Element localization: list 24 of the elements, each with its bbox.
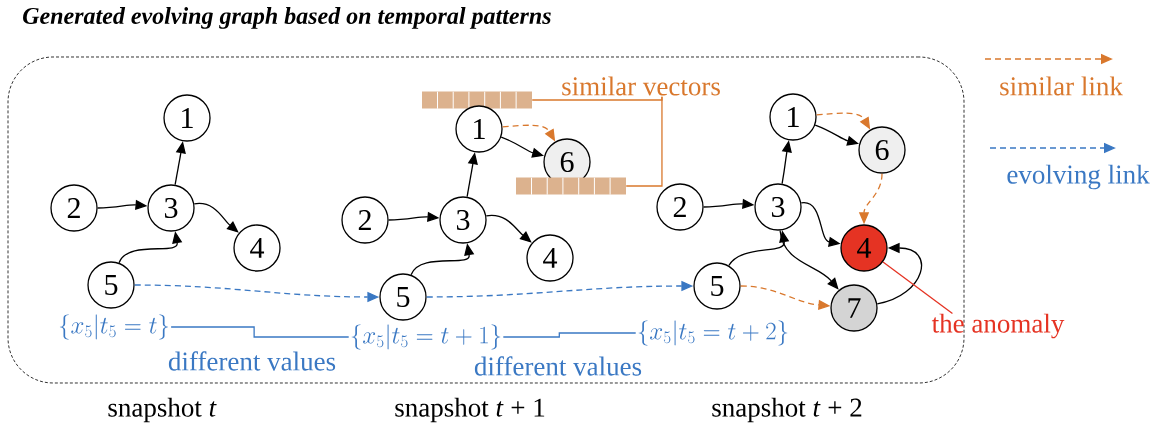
connector-line [502,332,637,338]
arrow [779,229,839,290]
snapshot-label: snapshot t + 1 [395,397,545,423]
leader-line [882,261,954,315]
dashed-frame [7,56,965,384]
callout-text: the anomaly [931,313,1065,339]
connector-line [170,326,350,338]
title: Generated evolving graph based on temporal patterns [23,7,551,29]
feature-formula: $\{x_5|t_5=t+2\}$ [638,320,788,346]
callout-text: similar vectors [562,76,720,96]
edge-label: different values [166,350,338,372]
arrow [193,202,239,233]
vector-bar [516,177,626,196]
leader-line [531,96,663,101]
edge-label: different values [472,355,644,377]
vector-bar [422,91,532,110]
arrow [485,214,532,243]
feature-formula: $\{x_5|t_5=t\}$ [59,314,169,340]
snapshot-label: snapshot t + 2 [712,397,862,423]
feature-formula: $\{x_5|t_5=t+1\}$ [351,324,501,350]
legend-label: evolving link [1007,164,1150,190]
snapshot-label: snapshot t [108,397,217,423]
legend-label: similar link [1000,76,1123,96]
leader-line [625,96,663,187]
